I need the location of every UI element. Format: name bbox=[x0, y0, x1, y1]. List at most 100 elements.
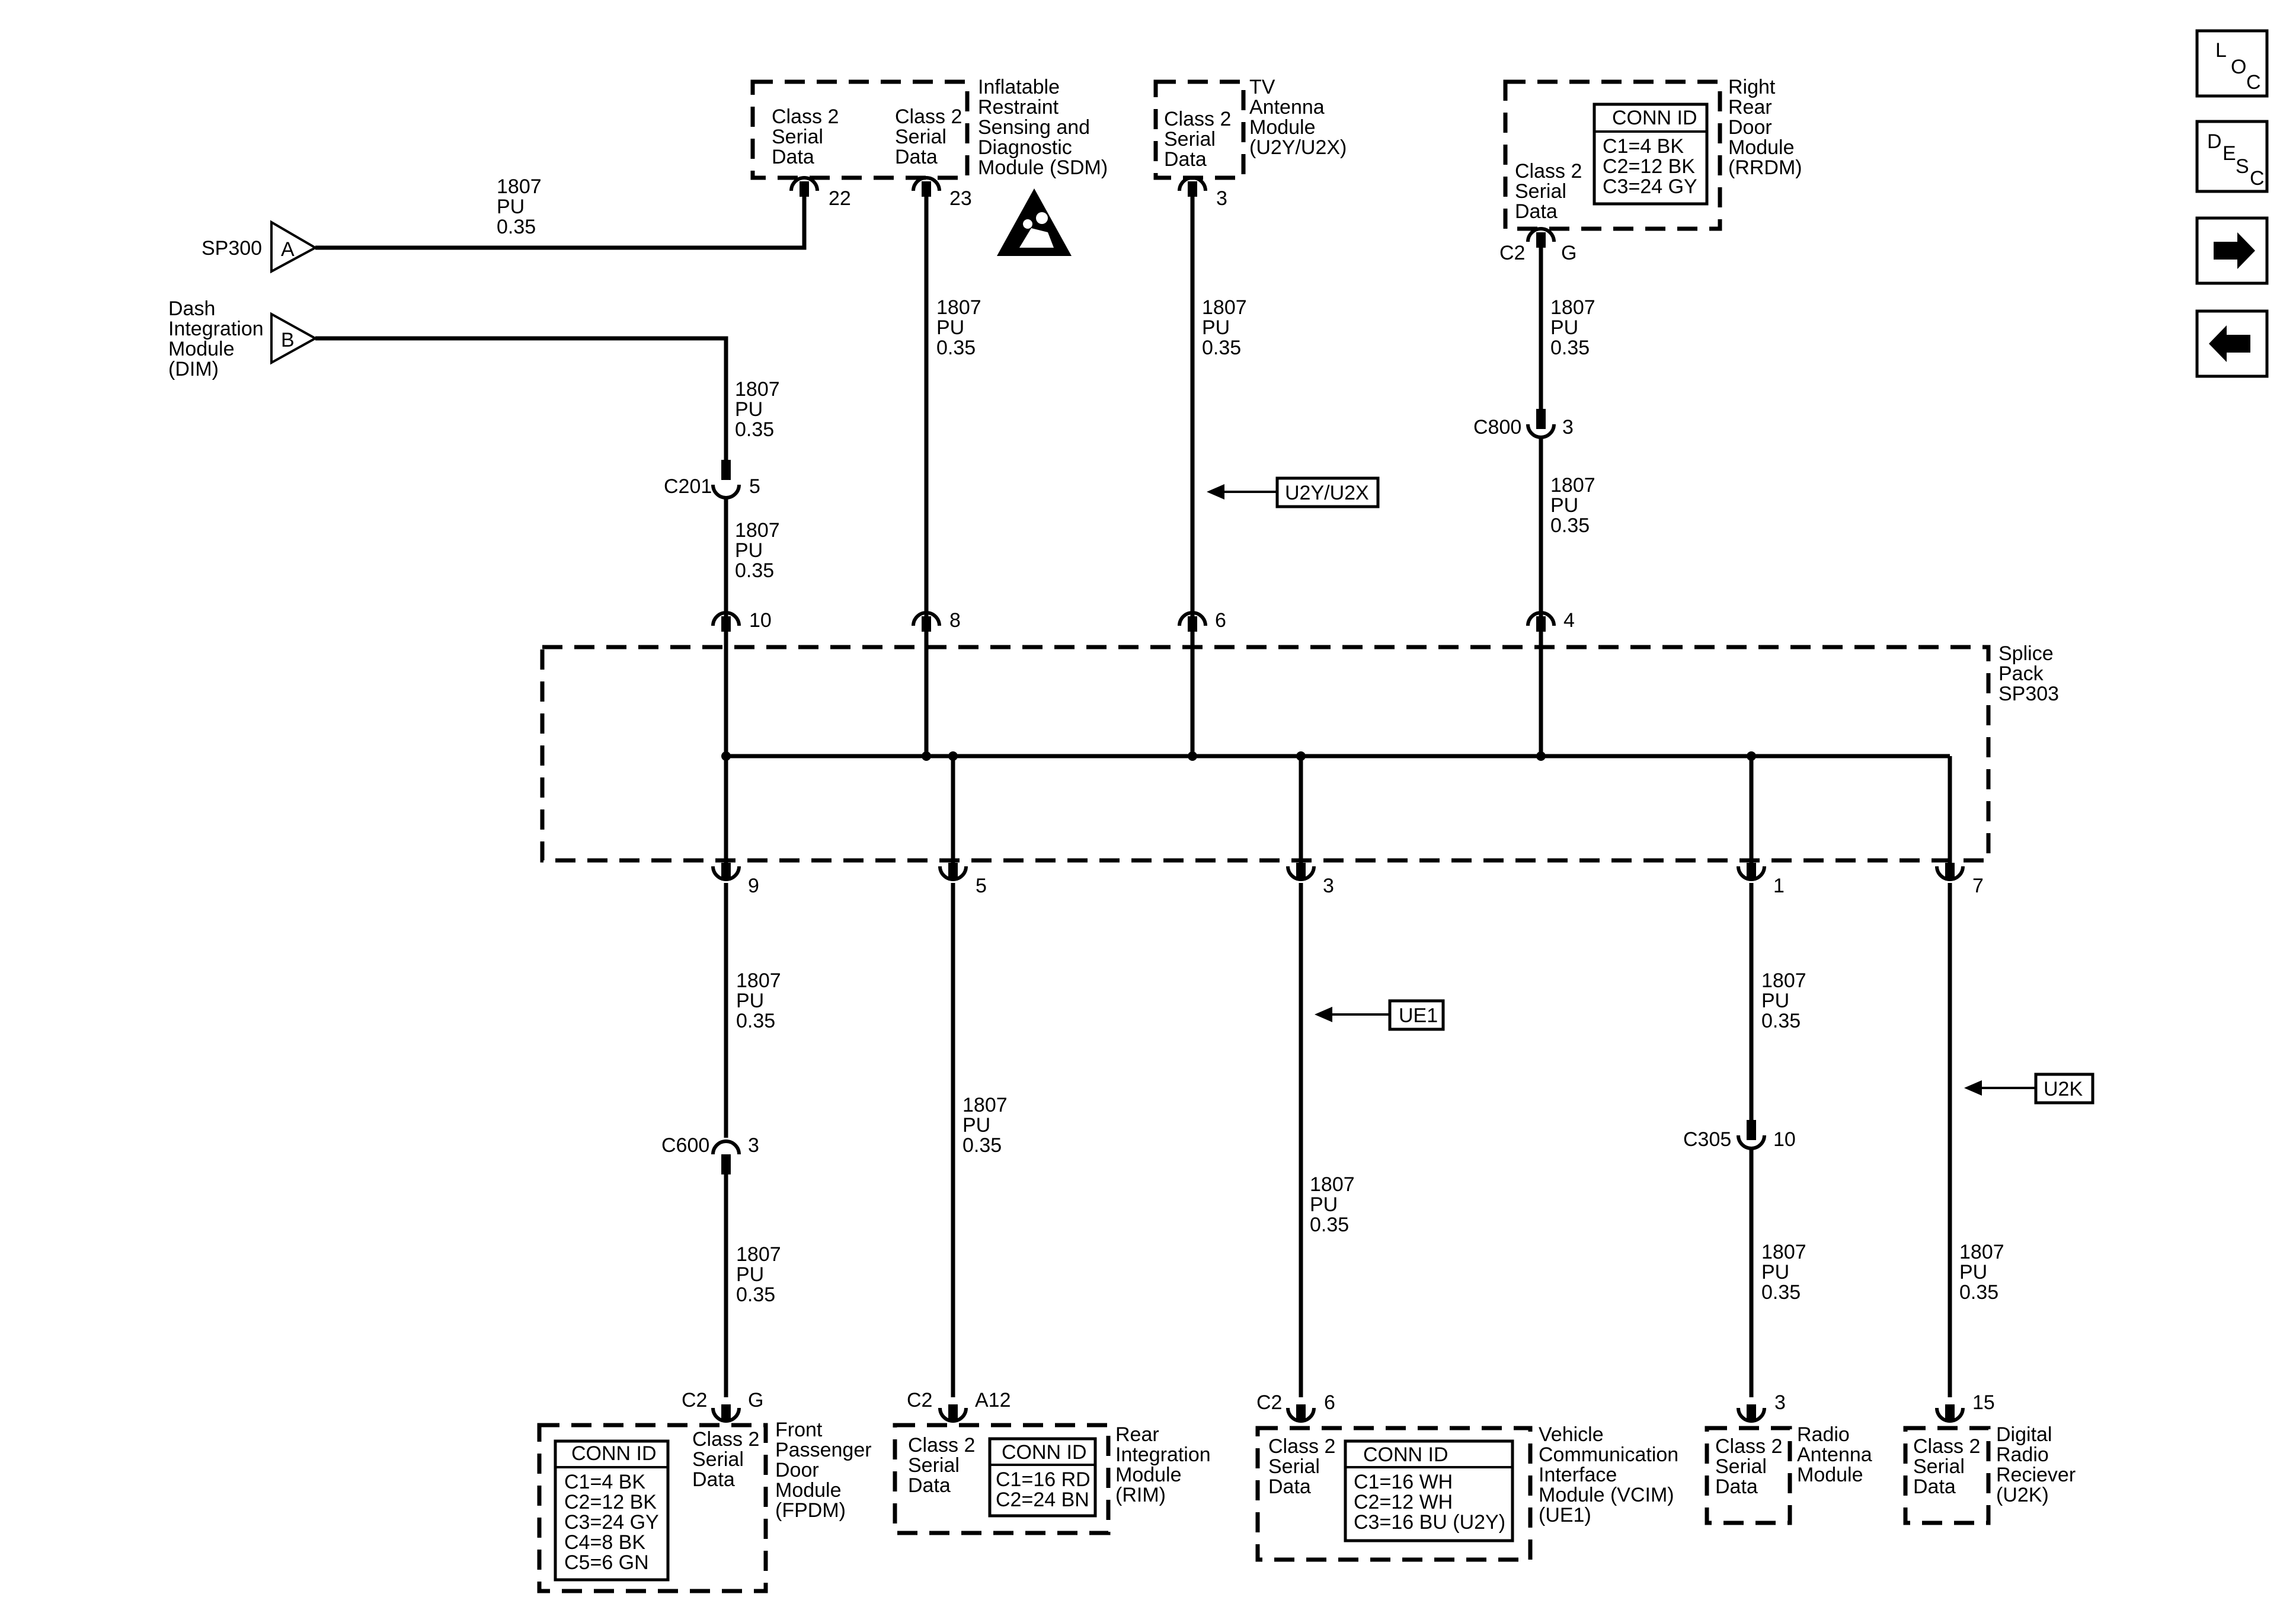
wire-label: 1807 bbox=[1310, 1173, 1355, 1196]
conn-id-row: C2=12 BK bbox=[564, 1491, 657, 1513]
vcim-conn-id-table: CONN ID C1=16 WH C2=12 WH C3=16 BU (U2Y) bbox=[1344, 1439, 1514, 1542]
drr-csd-label-2: Serial bbox=[1913, 1455, 1965, 1478]
rim-pin-label: A12 bbox=[975, 1389, 1011, 1411]
conn-id-row: C3=24 GY bbox=[564, 1511, 659, 1534]
wire-label: PU bbox=[1959, 1261, 1987, 1283]
vcim-title: Vehicle bbox=[1539, 1423, 1604, 1446]
vcim-title-5: (UE1) bbox=[1539, 1504, 1591, 1526]
wire-dim-c201 bbox=[315, 336, 728, 461]
option-ue1-label: UE1 bbox=[1399, 1004, 1438, 1027]
option-u2y-marker: U2Y/U2X bbox=[1207, 476, 1380, 508]
desc-button[interactable]: D E S C bbox=[2195, 120, 2269, 193]
vcim-csd-label: Class 2 bbox=[1268, 1435, 1335, 1458]
radio-antenna-pin-label: 3 bbox=[1774, 1391, 1786, 1414]
loc-letter-l: L bbox=[2215, 39, 2227, 62]
wire-label: PU bbox=[1202, 316, 1230, 339]
c600-pin-label: 3 bbox=[748, 1134, 759, 1157]
next-page-button[interactable] bbox=[2195, 216, 2269, 285]
wire-label: 0.35 bbox=[1550, 337, 1590, 359]
sdm-pin-23 bbox=[913, 178, 939, 197]
conn-id-title: CONN ID bbox=[1612, 107, 1697, 129]
rim-title-3: Module bbox=[1115, 1464, 1182, 1486]
wire-label: 0.35 bbox=[497, 216, 536, 238]
dim-label-4: (DIM) bbox=[168, 358, 219, 380]
splice-pin-7 bbox=[1937, 863, 1963, 881]
conn-id-row: C3=24 GY bbox=[1603, 175, 1697, 198]
splice-pin-9 bbox=[713, 863, 739, 881]
left-arrow-icon bbox=[2209, 325, 2250, 362]
wire-label: 1807 bbox=[735, 378, 780, 401]
vcim-title-4: Module (VCIM) bbox=[1539, 1484, 1674, 1506]
prev-page-button[interactable] bbox=[2195, 309, 2269, 378]
wire-label: 0.35 bbox=[735, 559, 774, 582]
wire-label: 1807 bbox=[936, 296, 981, 319]
c201-pin-label: 5 bbox=[749, 475, 760, 498]
fpdm-csd-label: Class 2 bbox=[692, 1428, 759, 1451]
vcim-csd-label-3: Data bbox=[1268, 1475, 1311, 1498]
vcim-pin-label: 6 bbox=[1324, 1391, 1335, 1414]
splice-pin-label: 4 bbox=[1563, 609, 1575, 632]
tv-title: TV bbox=[1249, 76, 1275, 98]
rrdm-conn-label: C2 bbox=[1499, 242, 1525, 264]
fpdm-csd-label-2: Serial bbox=[692, 1448, 744, 1471]
dim-label-2: Integration bbox=[168, 318, 264, 340]
splice-pin-label: 6 bbox=[1215, 609, 1226, 632]
loc-button[interactable]: L O C bbox=[2195, 29, 2269, 98]
tv-csd-label: Class 2 bbox=[1164, 108, 1231, 130]
wire-label: 1807 bbox=[736, 1243, 781, 1266]
vcim-title-3: Interface bbox=[1539, 1464, 1617, 1486]
wire-label: PU bbox=[962, 1114, 990, 1137]
vcim-title-2: Communication bbox=[1539, 1443, 1678, 1466]
wire-label: 0.35 bbox=[736, 1283, 775, 1306]
fpdm-pin-g bbox=[713, 1404, 739, 1422]
splice-pack-title: Splice bbox=[1998, 642, 2054, 665]
conn-id-row: C1=4 BK bbox=[1603, 135, 1684, 158]
sdm-csd-23-label: Class 2 bbox=[895, 105, 962, 128]
rim-title-2: Integration bbox=[1115, 1443, 1211, 1466]
vcim-module: Class 2 Serial Data CONN ID C1=16 WH C2=… bbox=[1255, 1426, 1533, 1562]
fpdm-pin-label: G bbox=[748, 1389, 763, 1411]
tv-title-2: Antenna bbox=[1249, 96, 1325, 119]
rrdm-pin-g bbox=[1528, 229, 1554, 248]
conn-id-title: CONN ID bbox=[571, 1442, 657, 1465]
conn-id-title: CONN ID bbox=[1002, 1441, 1087, 1464]
vcim-pin-6 bbox=[1288, 1404, 1314, 1422]
rim-pin-a12 bbox=[940, 1404, 966, 1422]
wire-label: 0.35 bbox=[1310, 1214, 1349, 1236]
desc-letter-c: C bbox=[2250, 167, 2265, 190]
wire-label: 0.35 bbox=[1761, 1010, 1801, 1032]
wire-label: 0.35 bbox=[1202, 337, 1241, 359]
rrdm-title-5: (RRDM) bbox=[1728, 156, 1802, 179]
right-arrow-icon bbox=[2214, 232, 2255, 269]
splice-pack-title-3: SP303 bbox=[1998, 683, 2059, 705]
wire-label: 1807 bbox=[735, 519, 780, 542]
splice-pin-label: 7 bbox=[1972, 875, 1984, 897]
radio-antenna-pin-3 bbox=[1738, 1404, 1764, 1422]
tv-antenna-module: Class 2 Serial Data TV Antenna Module (U… bbox=[1153, 76, 1347, 180]
radio-antenna-title-2: Antenna bbox=[1797, 1443, 1872, 1466]
rrdm-module: Class 2 Serial Data CONN ID C1=4 BK C2=1… bbox=[1503, 76, 1802, 231]
wire-label: 0.35 bbox=[1761, 1281, 1801, 1304]
drr-csd-label: Class 2 bbox=[1913, 1435, 1980, 1458]
c305-pin-label: 10 bbox=[1773, 1128, 1796, 1151]
option-ue1-marker: UE1 bbox=[1315, 999, 1445, 1031]
radio-antenna-csd-label: Class 2 bbox=[1715, 1435, 1782, 1458]
splice-pin-3 bbox=[1288, 863, 1314, 881]
conn-id-row: C4=8 BK bbox=[564, 1531, 645, 1554]
conn-id-row: C1=16 RD bbox=[996, 1468, 1091, 1491]
rrdm-title-2: Rear bbox=[1728, 96, 1772, 119]
desc-letter-d: D bbox=[2207, 130, 2222, 153]
fpdm-title-2: Passenger bbox=[775, 1439, 872, 1461]
c800-label: C800 bbox=[1473, 416, 1521, 438]
fpdm-conn-id-table: CONN ID C1=4 BK C2=12 BK C3=24 GY C4=8 B… bbox=[554, 1439, 670, 1582]
rrdm-csd-label-3: Data bbox=[1515, 200, 1558, 223]
c800-pin-label: 3 bbox=[1562, 416, 1574, 438]
fpdm-title-4: Module bbox=[775, 1479, 842, 1502]
conn-id-row: C5=6 GN bbox=[564, 1551, 649, 1574]
rim-conn-label: C2 bbox=[907, 1389, 932, 1411]
vcim-conn-label: C2 bbox=[1256, 1391, 1282, 1414]
radio-antenna-csd-label-2: Serial bbox=[1715, 1455, 1767, 1478]
wire-label: 1807 bbox=[1202, 296, 1247, 319]
splice-pin-label: 3 bbox=[1323, 875, 1334, 897]
